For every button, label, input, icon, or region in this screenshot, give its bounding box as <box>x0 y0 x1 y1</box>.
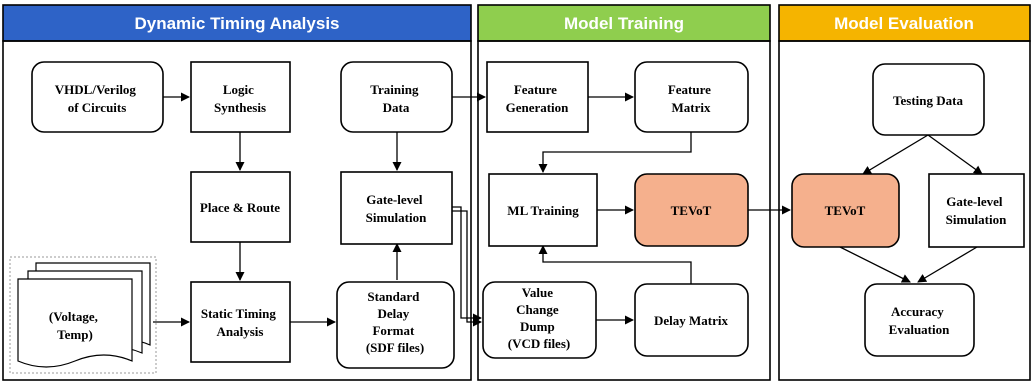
svg-text:Feature Matrix: Feature Matrix <box>668 82 714 115</box>
svg-text:Static Timing Analysis: Static Timing Analysis <box>201 306 279 339</box>
voltage-temp-line-2: Temp) <box>57 327 93 342</box>
edge-delay-to-ml <box>538 245 692 284</box>
delay-matrix-line-1: Delay Matrix <box>654 313 729 328</box>
vhdl-line-2: of Circuits <box>68 100 127 115</box>
svg-text:Training Data: Training Data <box>370 82 421 115</box>
edge-gatesim-to-vcd-b <box>452 210 482 327</box>
svg-text:TEVoT: TEVoT <box>825 203 866 218</box>
node-testing-data: Testing Data <box>872 63 985 136</box>
logic-synthesis-line-2: Synthesis <box>214 100 266 115</box>
testing-data-line-1: Testing Data <box>893 93 963 108</box>
node-accuracy-evaluation: Accuracy Evaluation <box>864 283 975 357</box>
node-logic-synthesis: Logic Synthesis <box>190 61 291 133</box>
svg-text:TEVoT: TEVoT <box>671 203 712 218</box>
edge-tevot-to-accuracy <box>839 246 911 283</box>
vcd-line-2: Change <box>516 302 559 317</box>
node-feature-matrix: Feature Matrix <box>634 61 749 133</box>
section-header-evaluation: Model Evaluation <box>778 4 1031 42</box>
header-title-training: Model Training <box>564 14 684 33</box>
node-tevot-evaluation: TEVoT <box>791 173 900 248</box>
node-gate-level-simulation-dta: Gate-level Simulation <box>340 171 453 245</box>
node-gate-level-simulation-eval: Gate-level Simulation <box>928 173 1025 248</box>
svg-text:Place & Route: Place & Route <box>200 200 280 215</box>
node-tevot-training: TEVoT <box>634 173 749 247</box>
node-ml-training: ML Training <box>488 173 598 247</box>
training-data-line-2: Data <box>383 100 410 115</box>
edges <box>153 92 983 327</box>
header-title-evaluation: Model Evaluation <box>834 14 974 33</box>
node-delay-matrix: Delay Matrix <box>634 283 749 357</box>
svg-text:VHDL/Verilog of Circuits: VHDL/Verilog of Circuits <box>55 82 139 115</box>
feature-generation-line-1: Feature <box>514 82 557 97</box>
sdf-line-1: Standard <box>367 289 420 304</box>
node-place-route: Place & Route <box>190 171 291 243</box>
training-data-line-1: Training <box>370 82 419 97</box>
gate-sim-eval-line-2: Simulation <box>946 212 1007 227</box>
header-title-dta: Dynamic Timing Analysis <box>134 14 339 33</box>
gate-sim-eval-line-1: Gate-level <box>946 194 1003 209</box>
sdf-line-3: Format <box>372 323 415 338</box>
ml-training-line-1: ML Training <box>507 203 579 218</box>
svg-text:ML Training: ML Training <box>507 203 579 218</box>
edge-testing-to-gatesim <box>927 134 983 175</box>
svg-text:Accuracy Evaluation: Accuracy Evaluation <box>889 304 950 337</box>
feature-matrix-line-1: Feature <box>668 82 711 97</box>
section-header-dta: Dynamic Timing Analysis <box>2 4 472 42</box>
voltage-temp-line-1: (Voltage, <box>49 309 98 324</box>
vcd-line-3: Dump <box>520 319 555 334</box>
edge-featmat-to-ml <box>538 132 692 173</box>
node-feature-generation: Feature Generation <box>486 61 589 133</box>
svg-text:Gate-level Simulation: Gate-level Simulation <box>366 192 427 225</box>
sta-line-2: Analysis <box>217 324 264 339</box>
logic-synthesis-line-1: Logic <box>223 82 254 97</box>
doc-page-front <box>17 278 133 368</box>
sdf-line-4: (SDF files) <box>366 340 424 355</box>
section-frame-dta <box>2 40 472 381</box>
feature-matrix-line-2: Matrix <box>672 100 711 115</box>
svg-text:Value Change Dump: Value Change Dump (VCD files) <box>508 285 570 351</box>
gate-sim-dta-line-2: Simulation <box>366 210 427 225</box>
section-header-training: Model Training <box>477 4 771 42</box>
place-route-line-1: Place & Route <box>200 200 280 215</box>
tevot-training-line-1: TEVoT <box>671 203 712 218</box>
gate-sim-dta-line-1: Gate-level <box>366 192 423 207</box>
node-vcd: Value Change Dump (VCD files) <box>482 281 597 359</box>
vcd-line-1: Value <box>522 285 554 300</box>
node-training-data: Training Data <box>340 61 453 133</box>
feature-generation-line-2: Generation <box>506 100 570 115</box>
svg-text:Logic Synthesis: Logic Synthesis <box>214 82 266 115</box>
header-bar-training <box>477 4 771 42</box>
svg-text:Testing Data: Testing Data <box>893 93 963 108</box>
edge-gatesim-to-accuracy <box>917 246 978 283</box>
svg-text:Standard Delay For: Standard Delay Format (SDF files) <box>366 289 424 355</box>
edge-testing-to-tevot <box>862 134 929 175</box>
tevot-evaluation-line-1: TEVoT <box>825 203 866 218</box>
node-static-timing-analysis: Static Timing Analysis <box>190 281 291 363</box>
header-bar-dta <box>2 4 472 42</box>
node-vhdl-verilog: VHDL/Verilog of Circuits <box>31 61 164 133</box>
voltage-temp-dotted-frame <box>9 256 157 374</box>
svg-text:Gate-level Simulation: Gate-level Simulation <box>946 194 1007 227</box>
voltage-temp-label: (Voltage, Temp) <box>49 309 101 342</box>
sta-line-1: Static Timing <box>201 306 277 321</box>
vcd-line-4: (VCD files) <box>508 336 570 351</box>
svg-text:Delay Matrix: Delay Matrix <box>654 313 729 328</box>
vhdl-line-1: VHDL/Verilog <box>55 82 137 97</box>
voltage-temp-documents: (Voltage, Temp) <box>9 256 157 374</box>
sdf-line-2: Delay <box>377 306 409 321</box>
edge-gatesim-to-vcd-a <box>452 206 482 323</box>
svg-text:Feature Generation: Feature Generation <box>506 82 570 115</box>
accuracy-line-2: Evaluation <box>889 322 950 337</box>
accuracy-line-1: Accuracy <box>891 304 944 319</box>
node-sdf: Standard Delay Format (SDF files) <box>336 281 455 369</box>
